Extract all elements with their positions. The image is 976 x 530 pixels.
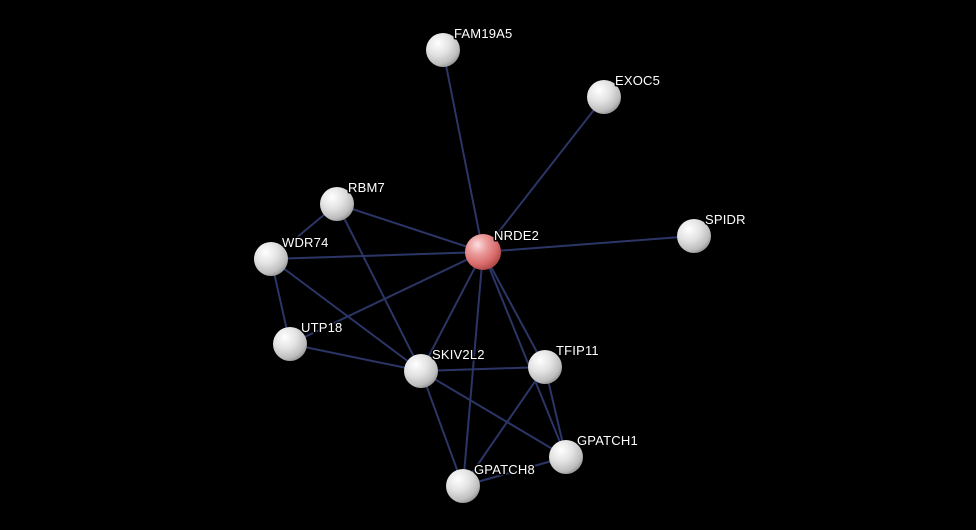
node-sphere — [677, 219, 711, 253]
node-TFIP11[interactable] — [528, 350, 562, 384]
node-SKIV2L2[interactable] — [404, 354, 438, 388]
edge-SPIDR-NRDE2 — [482, 235, 695, 253]
node-sphere — [528, 350, 562, 384]
node-EXOC5[interactable] — [587, 80, 621, 114]
edge-SKIV2L2-GPATCH8 — [420, 370, 464, 487]
node-sphere — [549, 440, 583, 474]
node-NRDE2[interactable] — [465, 234, 501, 270]
node-sphere — [426, 33, 460, 67]
edge-UTP18-SKIV2L2 — [289, 343, 422, 372]
node-sphere — [587, 80, 621, 114]
node-label-NRDE2: NRDE2 — [494, 228, 539, 243]
node-label-FAM19A5: FAM19A5 — [454, 26, 513, 41]
edge-SKIV2L2-TFIP11 — [420, 366, 546, 372]
node-label-EXOC5: EXOC5 — [615, 73, 660, 88]
edge-GPATCH1-GPATCH8 — [462, 456, 567, 487]
edge-FAM19A5-NRDE2 — [442, 49, 484, 253]
edge-SKIV2L2-GPATCH1 — [420, 370, 567, 458]
node-sphere — [273, 327, 307, 361]
node-sphere — [446, 469, 480, 503]
node-FAM19A5[interactable] — [426, 33, 460, 67]
node-sphere — [404, 354, 438, 388]
nodes-layer — [254, 33, 711, 503]
edge-GPATCH1-NRDE2 — [482, 251, 567, 458]
node-label-TFIP11: TFIP11 — [556, 343, 599, 358]
node-UTP18[interactable] — [273, 327, 307, 361]
edge-RBM7-SKIV2L2 — [336, 203, 422, 372]
edge-RBM7-NRDE2 — [336, 203, 484, 253]
node-label-WDR74: WDR74 — [282, 235, 329, 250]
node-label-SKIV2L2: SKIV2L2 — [432, 347, 485, 362]
node-SPIDR[interactable] — [677, 219, 711, 253]
edge-WDR74-SKIV2L2 — [270, 258, 422, 372]
edge-UTP18-NRDE2 — [289, 251, 484, 345]
node-label-GPATCH1: GPATCH1 — [577, 433, 638, 448]
node-label-RBM7: RBM7 — [348, 180, 385, 195]
node-label-SPIDR: SPIDR — [705, 212, 746, 227]
node-label-GPATCH8: GPATCH8 — [474, 462, 535, 477]
edge-EXOC5-NRDE2 — [482, 96, 605, 253]
node-sphere — [465, 234, 501, 270]
node-label-UTP18: UTP18 — [301, 320, 342, 335]
node-GPATCH1[interactable] — [549, 440, 583, 474]
edge-TFIP11-NRDE2 — [482, 251, 546, 368]
edge-TFIP11-GPATCH8 — [462, 366, 546, 487]
node-sphere — [254, 242, 288, 276]
node-RBM7[interactable] — [320, 187, 354, 221]
edge-SKIV2L2-NRDE2 — [420, 251, 484, 372]
node-sphere — [320, 187, 354, 221]
node-WDR74[interactable] — [254, 242, 288, 276]
node-GPATCH8[interactable] — [446, 469, 480, 503]
edge-WDR74-NRDE2 — [270, 251, 484, 260]
